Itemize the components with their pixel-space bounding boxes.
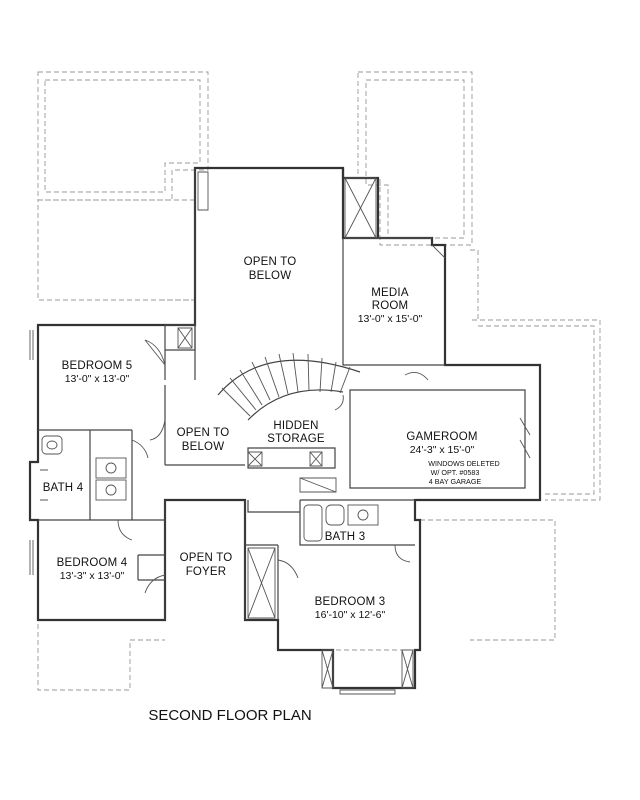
open-to-below-left-line1: OPEN TO <box>177 427 230 439</box>
media-room-line2: ROOM <box>372 300 409 312</box>
open-to-foyer-line1: OPEN TO <box>180 552 233 564</box>
bedroom5-name: BEDROOM 5 <box>62 360 133 372</box>
bath4-name: BATH 4 <box>43 482 84 494</box>
hidden-storage-line1: HIDDEN <box>273 420 318 432</box>
plan-title: SECOND FLOOR PLAN <box>148 707 311 724</box>
gameroom-note3: 4 BAY GARAGE <box>429 477 482 486</box>
bath3-name: BATH 3 <box>325 531 366 543</box>
gameroom-note1: WINDOWS DELETED <box>428 459 499 468</box>
open-to-below-left-line2: BELOW <box>182 441 225 453</box>
gameroom-dim: 24'-3" x 15'-0" <box>410 444 475 456</box>
spiral-staircase <box>217 352 361 421</box>
door-swings <box>29 330 531 594</box>
bedroom3-dim: 16'-10" x 12'-6" <box>315 609 386 621</box>
bedroom5-dim: 13'-0" x 13'-0" <box>65 373 130 385</box>
gameroom-name: GAMEROOM <box>406 431 477 443</box>
gameroom-note2: W/ OPT. #0583 <box>431 468 480 477</box>
open-to-below-top-line2: BELOW <box>249 270 292 282</box>
room-labels: OPEN TO BELOW MEDIA ROOM 13'-0" x 15'-0"… <box>43 256 500 621</box>
bath-fixtures <box>40 435 379 542</box>
bedroom4-name: BEDROOM 4 <box>57 557 128 569</box>
bedroom4-dim: 13'-3" x 13'-0" <box>60 570 125 582</box>
hidden-storage-line2: STORAGE <box>267 433 325 445</box>
open-to-foyer-line2: FOYER <box>186 566 227 578</box>
media-room-dim: 13'-0" x 15'-0" <box>358 313 423 325</box>
bedroom3-name: BEDROOM 3 <box>315 596 386 608</box>
open-to-below-top-line1: OPEN TO <box>244 256 297 268</box>
media-room-line1: MEDIA <box>371 287 409 299</box>
chases <box>177 171 446 695</box>
interior-walls <box>38 168 526 620</box>
